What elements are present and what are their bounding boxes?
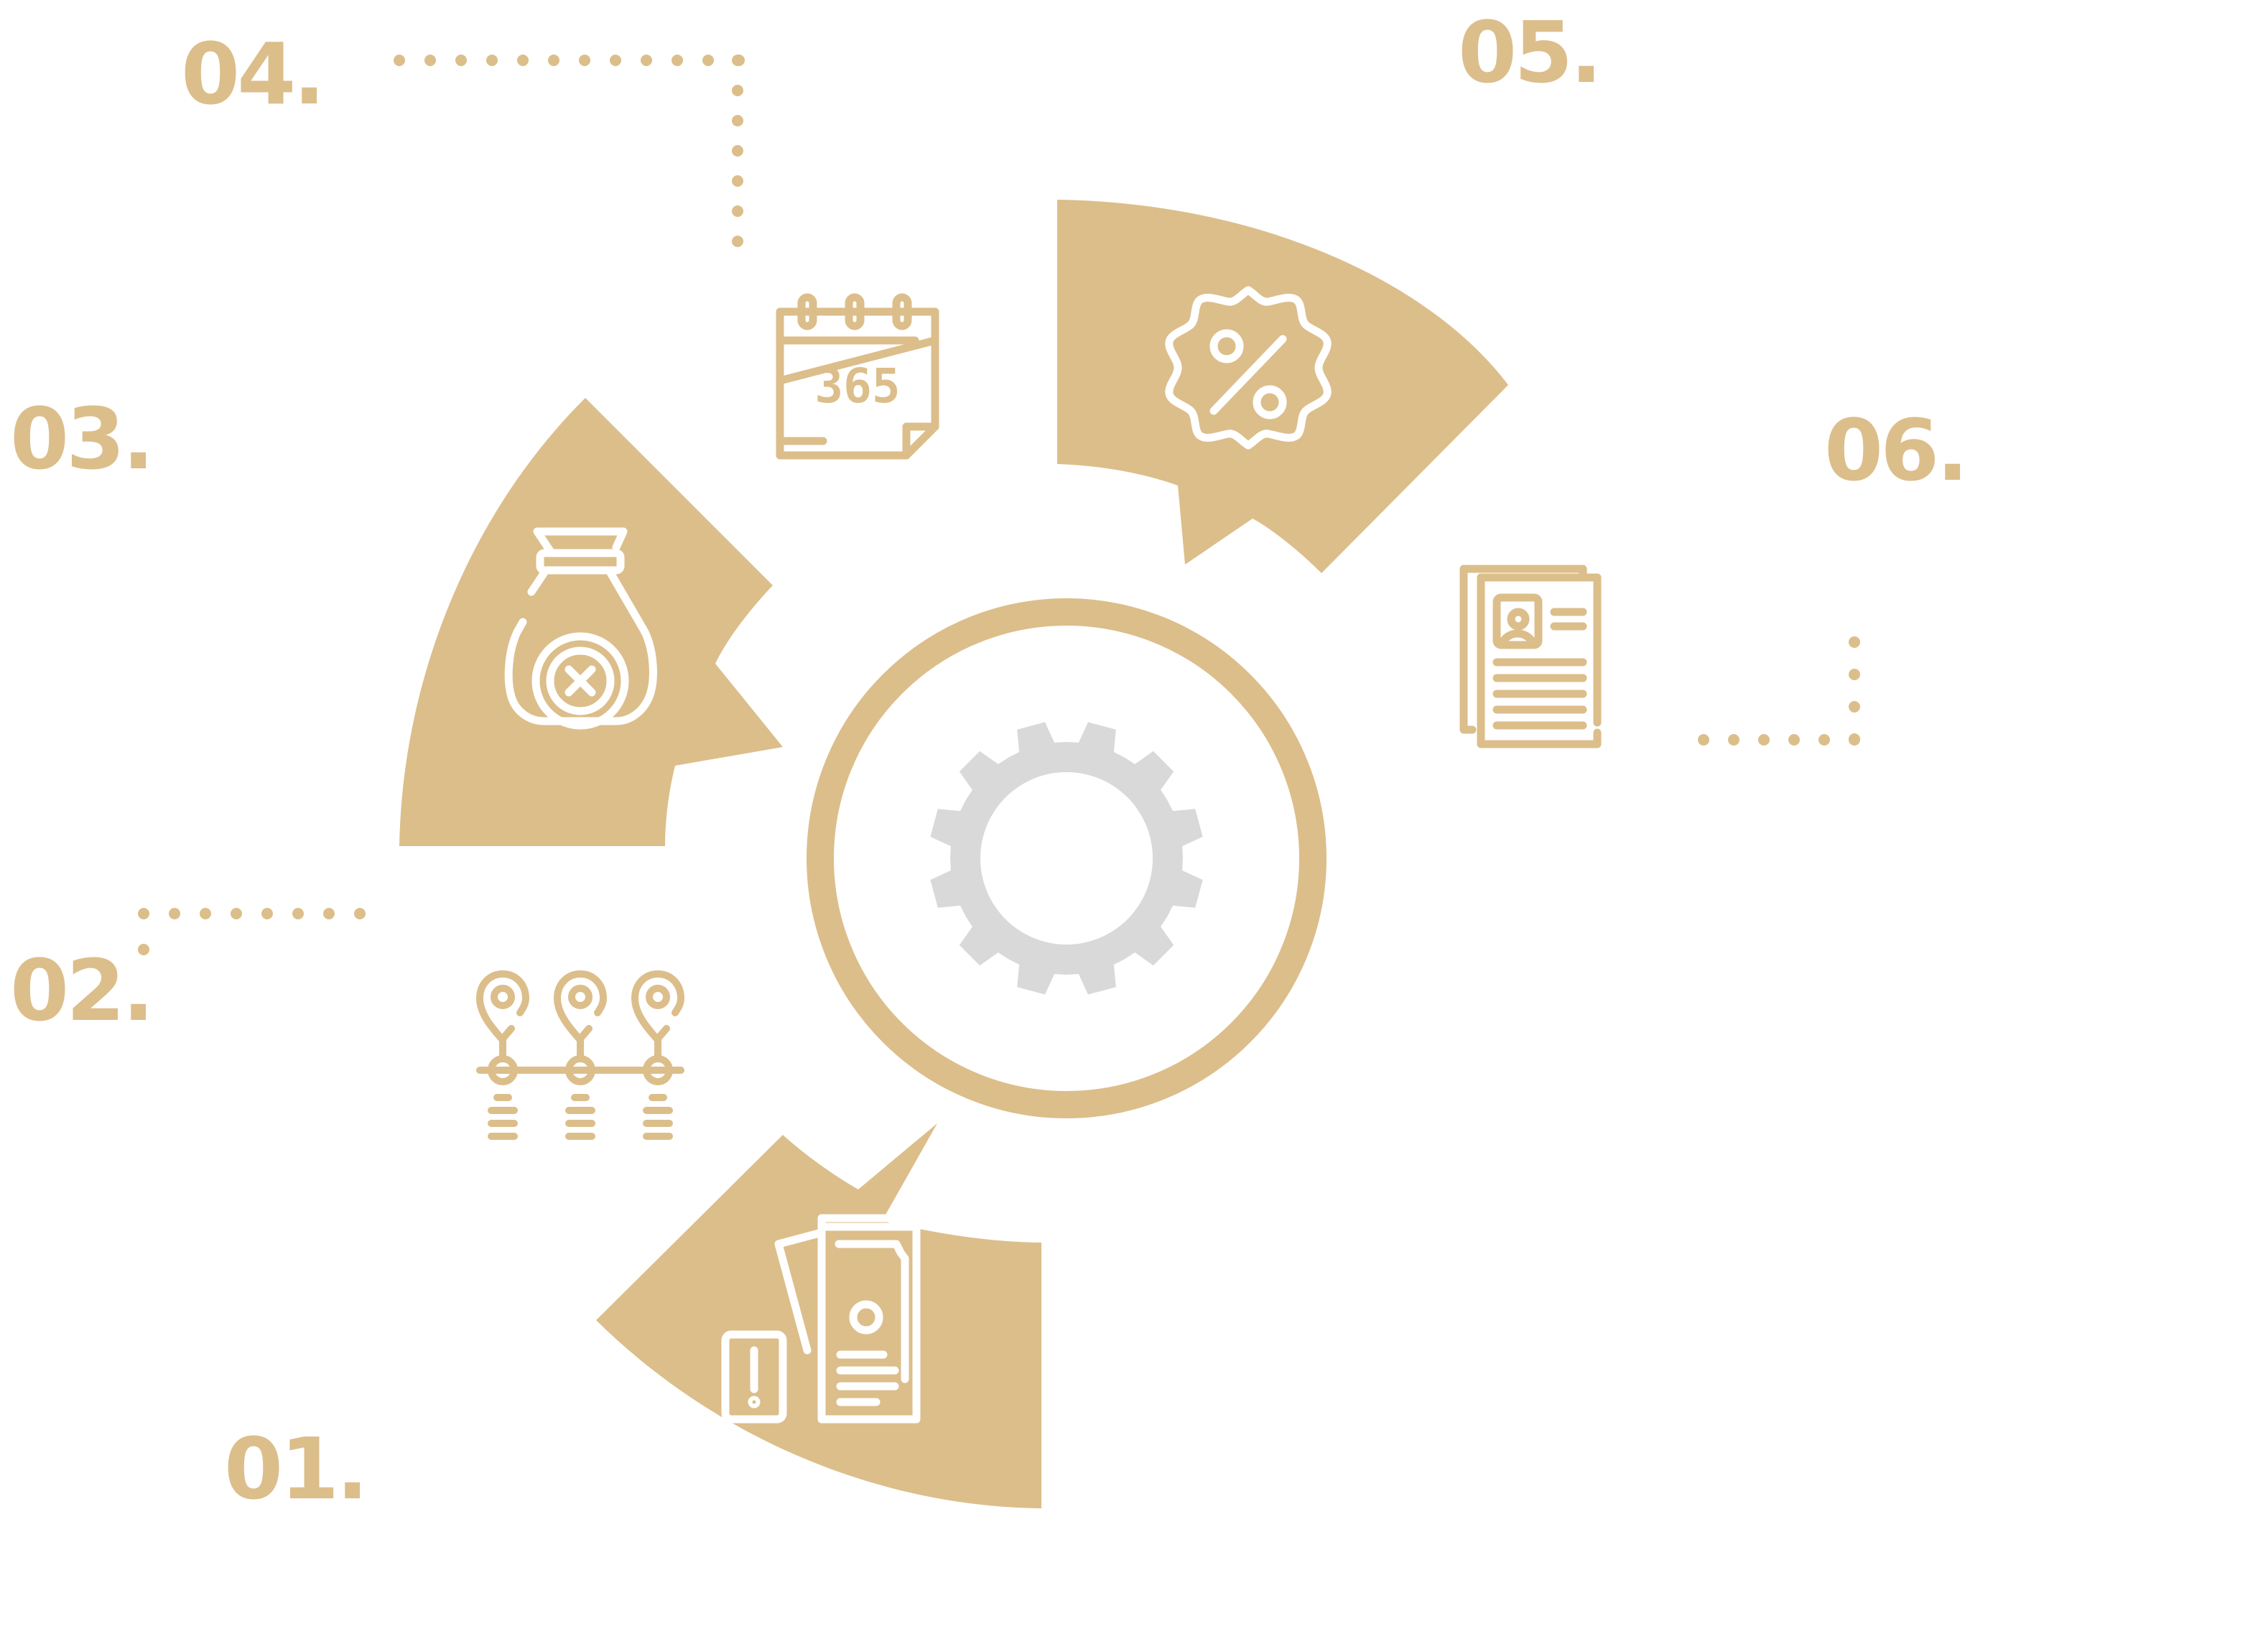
connector-dot [732, 115, 743, 126]
connector-dot [732, 55, 743, 66]
connector-step-02 [138, 908, 366, 955]
step-number-01: 01. [224, 1419, 366, 1518]
connector-dot [732, 175, 743, 187]
money-wallet-card-icon [721, 1214, 921, 1424]
segment-step-05 [1057, 200, 1508, 573]
step-number-04: 04. [181, 24, 322, 124]
center-ring [807, 598, 1327, 1118]
connector-dot [732, 145, 743, 157]
connector-dot [1849, 636, 1860, 648]
connector-dot [732, 236, 743, 247]
connector-dot [1728, 734, 1739, 746]
connector-dot [486, 55, 498, 66]
connector-dot [548, 55, 559, 66]
connector-dot [702, 55, 714, 66]
connector-dot [732, 85, 743, 96]
connector-dot [200, 908, 211, 919]
connector-dot [231, 908, 242, 919]
connector-dot [292, 908, 304, 919]
calendar-365-text: 365 [814, 358, 900, 414]
connector-dot [1849, 734, 1860, 746]
connector-dot [1758, 734, 1770, 746]
connector-dot [1849, 701, 1860, 713]
gear-icon [930, 722, 1203, 995]
location-pins-timeline-icon [476, 970, 684, 1140]
location-pin [554, 970, 607, 1140]
connector-dot [1818, 734, 1830, 746]
connector-dot [732, 205, 743, 217]
money-bag-cancel-icon [504, 527, 657, 730]
connector-dot [354, 908, 366, 919]
calendar-365-icon: 365 [776, 293, 939, 460]
step-number-05: 05. [1458, 3, 1599, 102]
connector-dot [610, 55, 621, 66]
step-number-06: 06. [1824, 401, 1966, 500]
connector-step-04 [394, 55, 745, 247]
connector-dot [1788, 734, 1800, 746]
step-number-03: 03. [10, 389, 152, 488]
documents-id-card-icon [1459, 565, 1602, 748]
segment-step-03 [399, 398, 783, 846]
connector-dot [138, 944, 149, 955]
connector-dot [138, 908, 149, 919]
step-number-02: 02. [10, 941, 152, 1040]
connector-dot [517, 55, 529, 66]
gear-hole [980, 772, 1153, 945]
connector-dot [424, 55, 436, 66]
location-pin [631, 970, 684, 1140]
connector-dot [672, 55, 683, 66]
connector-dot [323, 908, 335, 919]
connector-dot [579, 55, 590, 66]
location-pin [476, 970, 529, 1140]
connector-dot [169, 908, 180, 919]
connector-dot [641, 55, 652, 66]
connector-dot [261, 908, 273, 919]
connector-step-06 [1698, 636, 1860, 746]
connector-dot [394, 55, 405, 66]
connector-dot [1849, 669, 1860, 680]
connector-dot [455, 55, 467, 66]
discount-percent-badge-icon [1165, 286, 1332, 450]
connector-dot [1698, 734, 1709, 746]
